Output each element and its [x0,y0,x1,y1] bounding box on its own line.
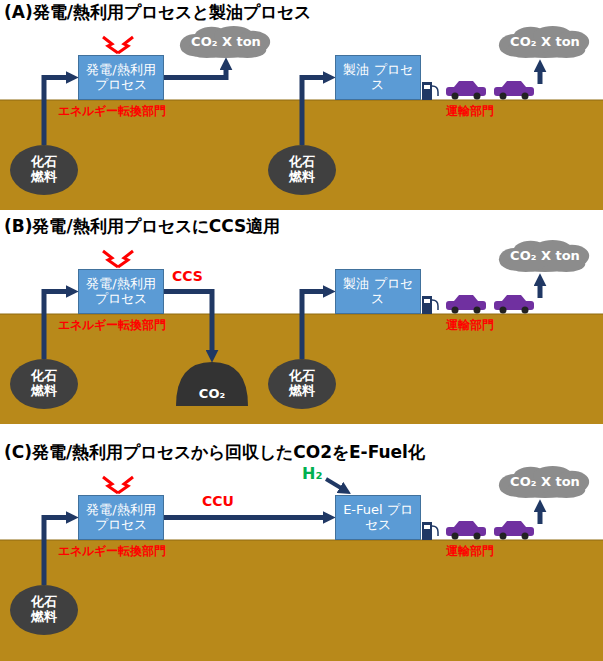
lightning-symbol [103,477,133,493]
sector-label: 運輸部門 [446,318,494,332]
fuel-deposit: 化石 燃料 [268,359,336,409]
process-box: 発電/熱利用 プロセス [78,269,164,314]
node-text: 製油 プロセス [340,63,415,93]
panel-heading: (B)発電/熱利用プロセスにCCS適用 [4,216,280,236]
node-text: CO₂ X ton [510,249,580,264]
node-text: CO₂ X ton [191,35,261,50]
process-box: E-Fuel プロセス [335,495,421,540]
co2-storage: CO₂ [176,362,248,406]
edge-label: CCU [202,493,234,510]
node-text: 製油 プロセス [340,277,415,307]
node-text: 化石 燃料 [29,155,59,185]
sector-label: 運輸部門 [446,104,494,118]
sector-label: エネルギー転換部門 [58,544,166,558]
process-box: 発電/熱利用 プロセス [78,55,164,100]
sector-label: エネルギー転換部門 [58,104,166,118]
pump-and-cars [422,511,540,540]
node-text: 発電/熱利用 プロセス [83,63,158,93]
panel-heading: (A)発電/熱利用プロセスと製油プロセス [4,2,311,22]
node-text: CO₂ X ton [510,35,580,50]
sector-label: 運輸部門 [446,544,494,558]
emission-cloud: CO₂ X ton [497,26,593,58]
node-text: CO₂ [199,387,225,402]
hydrogen-label: H₂ [302,464,322,483]
node-text: 発電/熱利用 プロセス [83,503,158,533]
emission-cloud: CO₂ X ton [497,466,593,498]
flow-arrow [302,292,324,360]
emission-cloud: CO₂ X ton [497,240,593,272]
flow-arrow [302,78,324,146]
emission-cloud: CO₂ X ton [178,26,274,58]
h2-arrow [326,479,341,488]
lightning-symbol [103,37,133,53]
ground [0,540,603,661]
flow-arrow [164,515,324,520]
fuel-deposit: 化石 燃料 [268,145,336,195]
process-box: 製油 プロセス [335,55,421,100]
node-text: 化石 燃料 [287,369,317,399]
flow-arrow [164,69,226,78]
pump-and-cars [422,71,540,100]
node-text: 発電/熱利用 プロセス [83,277,158,307]
sector-label: エネルギー転換部門 [58,318,166,332]
fuel-deposit: 化石 燃料 [10,145,78,195]
node-text: 化石 燃料 [29,595,59,625]
node-text: 化石 燃料 [287,155,317,185]
fuel-deposit: 化石 燃料 [10,585,78,635]
node-text: E-Fuel プロセス [340,503,415,533]
fuel-deposit: 化石 燃料 [10,359,78,409]
process-box: 発電/熱利用 プロセス [78,495,164,540]
lightning-symbol [103,251,133,267]
panel-heading: (C)発電/熱利用プロセスから回収したCO2をE-Fuel化 [4,442,425,462]
pump-and-cars [422,285,540,314]
process-box: 製油 プロセス [335,269,421,314]
node-text: CO₂ X ton [510,475,580,490]
flow-arrow [164,292,212,352]
edge-label: CCS [172,268,203,285]
node-text: 化石 燃料 [29,369,59,399]
